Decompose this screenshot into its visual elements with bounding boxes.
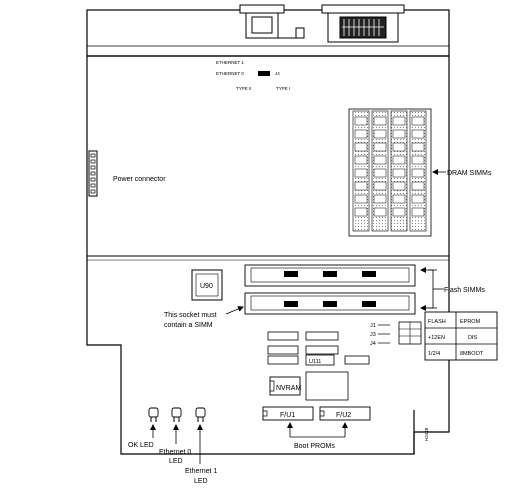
socket-note-line1: This socket must [164,312,217,319]
status-leds: OK LED Ethernet 0 LED Ethernet 1 LED [128,407,217,485]
flash-simm-sockets: Flash SIMMs [244,264,485,315]
serial-connector-small [239,4,305,39]
ethernet-jumper-block [258,71,270,76]
u90-chip: U90 [191,269,223,301]
figure-id: H2448 [424,427,429,441]
dram-simms: DRAM SIMMs [348,108,492,237]
ethernet0-led-label-line1: Ethernet 0 [159,449,191,456]
ethernet-1-label: ETHERNET 1 [216,60,244,65]
table-header-flash: FLASH [428,319,446,325]
jumper-j4-label: J4 [275,71,280,76]
nvram-label: NVRAM [276,385,301,392]
ethernet1-led [195,407,206,422]
dram-simms-label: DRAM SIMMs [447,170,492,177]
rear-panel [86,4,450,57]
ok-led-label: OK LED [128,442,154,449]
table-cell: DIS [468,335,478,341]
table-cell: 8MBOOT [460,351,484,357]
ethernet1-led-label-line2: LED [194,478,208,485]
power-connector: Power connector [88,150,166,197]
board-outline [86,55,450,455]
f-u1-label: F/U1 [280,412,295,419]
j1-label: J1 [370,323,376,329]
jumper-settings-table: FLASH EPROM +12EN DIS 1/2/4 8MBOOT [424,311,498,361]
table-header-eprom: EPROM [460,319,481,325]
ethernet-0-label: ETHERNET 0 [216,71,244,76]
ok-led [148,407,159,422]
f-u2-label: F/U2 [336,412,351,419]
socket-note: This socket must contain a SIMM [164,306,244,329]
table-cell: +12EN [428,335,445,341]
type-ii-label: TYPE II [236,86,252,91]
u111-chip: U111 [305,354,335,366]
table-cell: 1/2/4 [428,351,440,357]
j3-label: J3 [370,332,376,338]
ethernet1-led-label-line1: Ethernet 1 [185,468,217,475]
ethernet0-led-label-line2: LED [169,458,183,465]
u90-label: U90 [200,283,213,290]
power-connector-label: Power connector [113,176,166,183]
boot-proms-label: Boot PROMs [294,443,335,450]
ethernet0-led [171,407,182,422]
socket-note-line2: contain a SIMM [164,322,213,329]
jumper-block: J1 J3 J4 [370,321,422,347]
u111-label: U111 [309,359,321,365]
ethernet-jumper-area: ETHERNET 1 ETHERNET 0 J4 TYPE II TYPE I [216,60,290,91]
serial-connector-large [321,4,405,43]
boot-proms: F/U1 F/U2 Boot PROMs [262,406,371,450]
type-i-label: TYPE I [276,86,290,91]
flash-simms-label: Flash SIMMs [444,287,485,294]
j4-lower-label: J4 [370,341,376,347]
nvram-chip: NVRAM [269,371,349,401]
misc-chips [267,331,370,365]
